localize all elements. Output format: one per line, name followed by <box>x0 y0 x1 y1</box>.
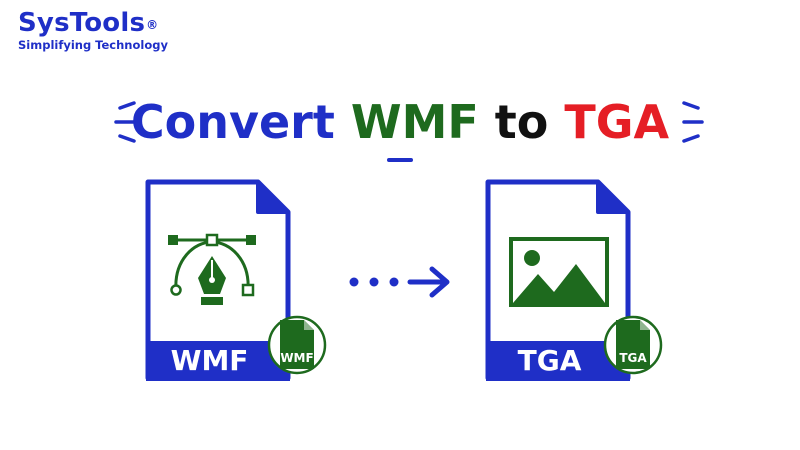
source-file-label: WMF <box>170 344 249 377</box>
vector-pen-icon <box>168 233 256 305</box>
source-badge-icon <box>267 315 327 375</box>
right-decor-icon <box>682 101 704 143</box>
left-decor-icon <box>114 101 136 143</box>
source-badge-label: WMF <box>280 351 314 365</box>
title-word-target: TGA <box>564 95 670 149</box>
title-word-convert: Convert <box>130 95 335 149</box>
target-file-card: TGA TGA <box>482 178 682 388</box>
image-icon <box>509 237 609 307</box>
registered-mark: ® <box>146 18 159 32</box>
title-word-source: WMF <box>350 95 479 149</box>
brand-logo: SysTools® Simplifying Technology <box>18 8 168 52</box>
title-underline <box>387 158 413 162</box>
page-title: Convert WMF to TGA <box>0 92 800 152</box>
target-file-label: TGA <box>517 344 582 377</box>
source-file-card: WMF WMF <box>140 178 340 388</box>
title-word-to: to <box>494 95 549 149</box>
brand-tagline: Simplifying Technology <box>18 38 168 52</box>
target-badge-icon <box>603 315 663 375</box>
arrow-right-icon <box>349 266 450 298</box>
target-badge-label: TGA <box>619 351 647 365</box>
brand-name: SysTools® <box>18 8 159 38</box>
